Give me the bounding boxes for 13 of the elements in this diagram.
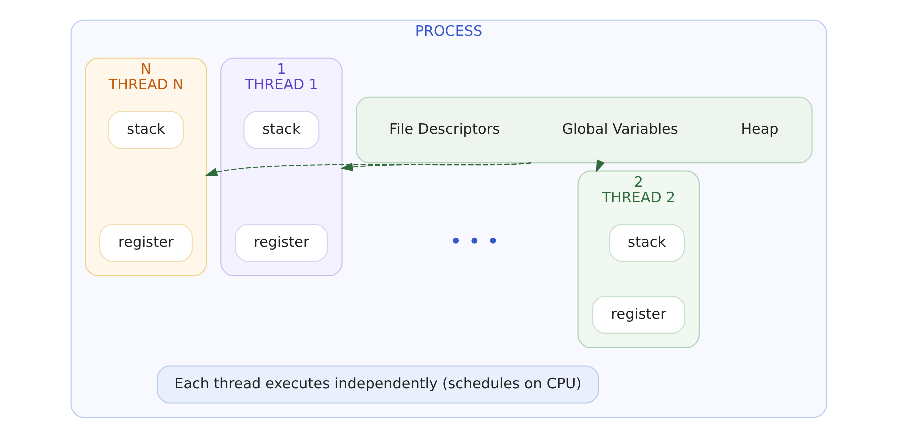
- arrow: [205, 162, 532, 176]
- node-box: Each thread executes independently (schedules on CPU): [157, 366, 600, 404]
- node-box: stack: [244, 111, 320, 150]
- node-box: register: [592, 296, 686, 334]
- node-text: Heap: [741, 122, 779, 138]
- cluster: [356, 96, 813, 164]
- node-box: stack: [609, 224, 686, 262]
- node-box: stack: [108, 111, 184, 150]
- node-text: File Descriptors: [390, 122, 500, 138]
- node-box: register: [235, 224, 328, 262]
- label: • • •: [450, 229, 500, 254]
- node-box: register: [100, 224, 193, 262]
- node-text: Global Variables: [562, 122, 678, 138]
